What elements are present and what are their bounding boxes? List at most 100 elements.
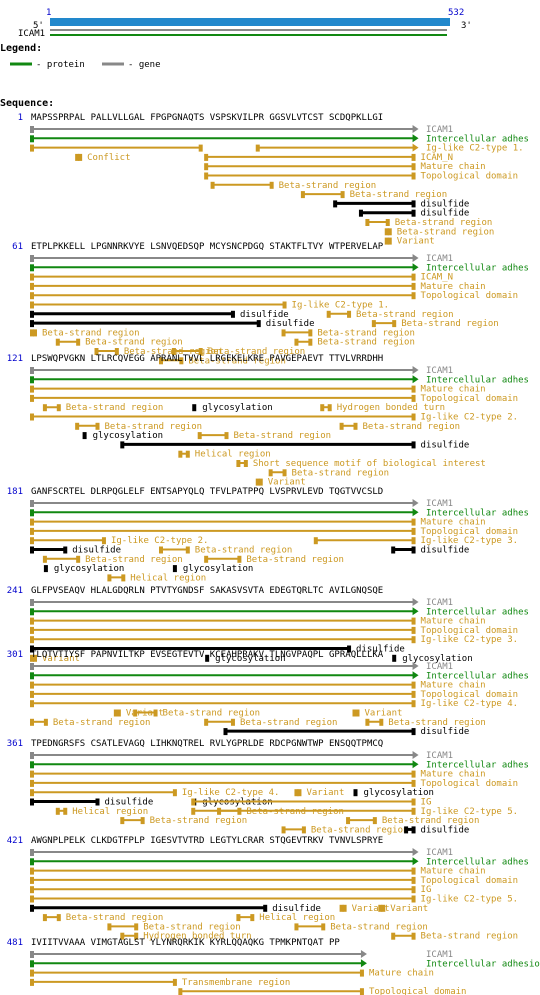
feature-end-cap [411,876,416,884]
feature-start-cap [30,779,34,787]
feature-start-cap [30,608,34,616]
feature-label: Helical region [259,913,335,923]
feature-start-cap [30,770,34,778]
feature-end-cap [172,789,177,797]
feature-start-cap [30,849,34,856]
feature-end-arrow [360,950,367,958]
feature-label: Ig-like C2-type 4. [421,699,519,709]
feature-label: glycosylation [93,431,163,441]
feature-end-cap [256,320,261,328]
feature-start-cap [313,537,318,545]
residue-number: 61 [12,242,23,252]
feature-end-cap [342,904,347,912]
feature-label: ICAM1 [426,254,453,264]
feature-label: Beta-strand region [292,468,390,478]
feature-label: Topological domain [421,779,519,789]
glycosylation-mark [205,654,210,662]
feature-label: disulfide [421,440,470,450]
feature-end-cap [411,385,416,393]
feature-start-cap [30,895,34,903]
glycosylation-mark [392,654,397,662]
feature-start-cap [30,292,34,300]
sequence-text: LPSWQPVGKN LTLRCQVEGG APRANLTVVL LRGEKEL… [31,354,383,364]
feature-label: Topological domain [369,987,467,995]
residue-number: 181 [7,487,23,497]
feature-start-cap [30,672,34,680]
feature-label: Ig-like C2-type 1. [292,301,390,311]
feature-start-cap [333,200,338,208]
feature-label: Beta-strand region [317,338,415,348]
feature-end-cap [327,404,332,412]
feature-label: Topological domain [421,626,519,636]
feature-start-cap [346,817,351,825]
feature-end-arrow [412,254,419,262]
feature-start-cap [30,282,34,290]
feature-label: Hydrogen bonded turn [143,932,251,942]
feature-start-cap [30,329,34,337]
feature-label: ICAM1 [426,950,453,960]
feature-end-arrow [412,760,419,769]
feature-start-cap [107,574,112,582]
feature-end-cap [153,709,158,717]
sequence-text: TLQTVTIYSF PAPNVILTKP EVSEGTEVTV KCEAHPR… [31,650,384,660]
feature-label: glycosylation [215,654,285,664]
feature-end-cap [372,817,377,825]
feature-label: Beta-strand region [208,347,306,357]
feature-end-cap [359,969,364,977]
feature-end-cap [411,681,416,689]
residue-number: 1 [18,113,23,123]
feature-label: ICAM1 [426,499,453,509]
feature-end-cap [63,546,68,554]
feature-end-arrow [412,607,419,616]
feature-end-cap [347,310,352,318]
feature-label: Variant [306,788,344,798]
overview-start-number: 1 [46,8,51,18]
feature-end-cap [33,654,37,662]
feature-end-cap [250,914,255,922]
feature-start-cap [94,348,99,355]
feature-end-cap [411,163,416,171]
feature-start-cap [294,789,299,797]
feature-label: ICAM_N [421,153,454,163]
feature-label: disulfide [240,310,289,320]
feature-end-arrow [412,751,419,759]
feature-label: Intercellular adhes [426,263,529,273]
feature-start-cap [30,951,34,958]
feature-end-cap [411,728,416,736]
feature-start-cap [30,527,34,535]
feature-start-cap [30,518,34,526]
feature-start-cap [204,555,209,563]
feature-end-cap [263,904,268,912]
feature-label: Helical region [130,573,206,583]
feature-label: Topological domain [421,876,519,886]
feature-end-cap [411,895,416,903]
sequence-title: Sequence: [0,98,54,109]
feature-label: Topological domain [421,291,519,301]
feature-label: Mature chain [421,681,486,691]
overview-three-prime: 3' [461,21,472,31]
feature-start-cap [120,441,125,449]
feature-label: Beta-strand region [401,319,499,329]
feature-label: Beta-strand region [53,718,151,728]
feature-label: Topological domain [421,394,519,404]
feature-end-cap [347,645,352,653]
feature-label: Mature chain [421,385,486,395]
feature-start-cap [159,357,163,365]
feature-start-cap [294,923,299,931]
feature-label: Beta-strand region [397,227,495,237]
feature-start-cap [30,690,34,698]
feature-start-cap [294,338,299,346]
feature-start-cap [30,537,34,545]
feature-label: glycosylation [183,564,253,574]
feature-label: Ig-like C2-type 3. [421,635,519,645]
feature-start-cap [30,886,34,894]
feature-label: Intercellular adhes [426,375,529,385]
feature-start-cap [30,867,34,875]
feature-end-cap [114,348,119,355]
feature-label: disulfide [72,546,121,556]
feature-start-cap [404,826,409,834]
